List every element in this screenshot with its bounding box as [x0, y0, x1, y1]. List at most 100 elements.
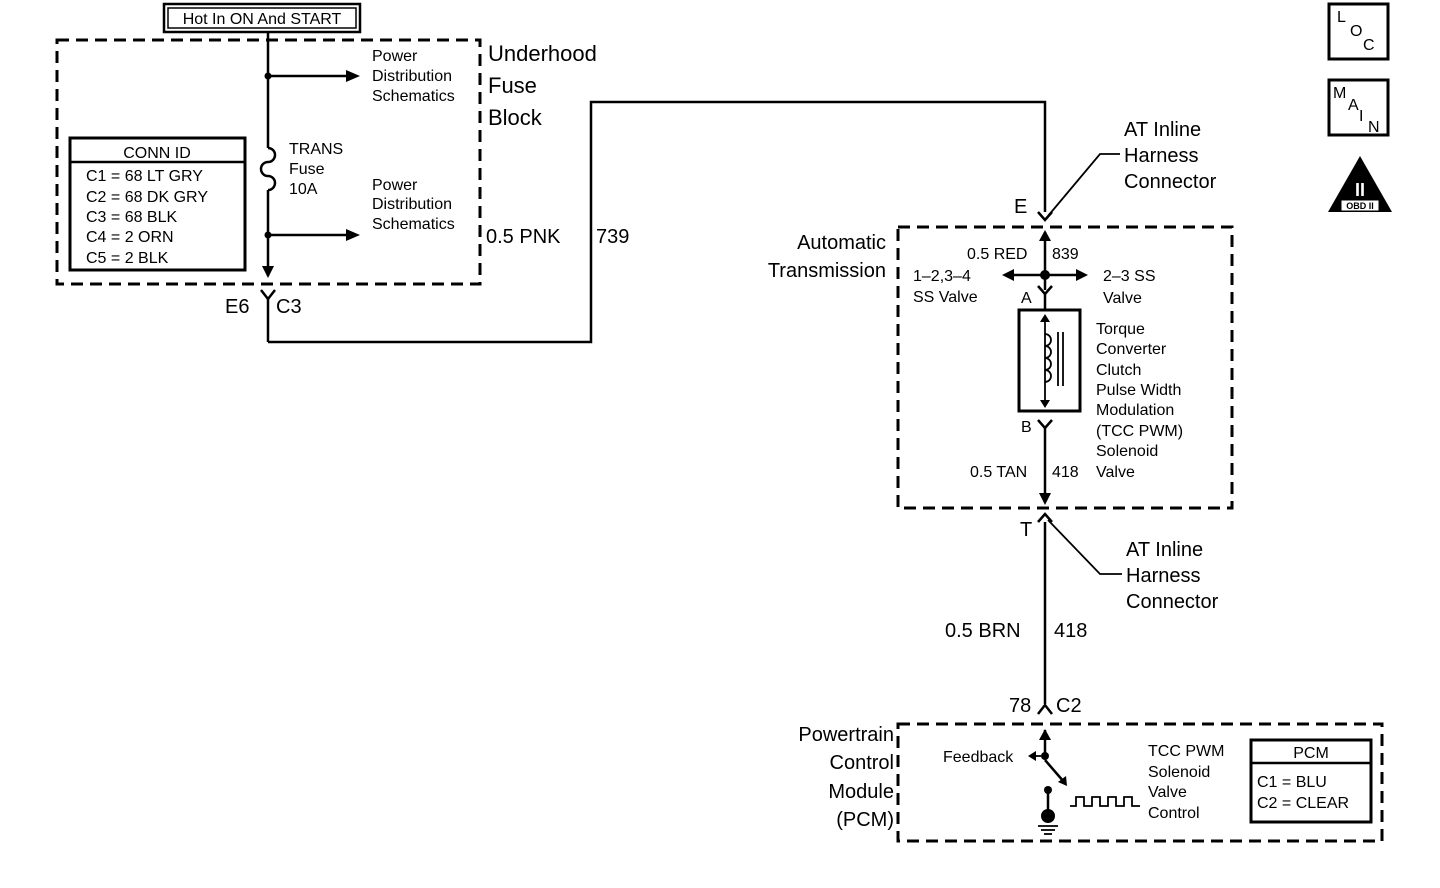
pcm-conn-table: PCM C1 = BLU C2 = CLEAR	[1249, 738, 1373, 824]
conn-id-table: CONN ID C1 = 68 LT GRY C2 = 68 DK GRY C3…	[68, 136, 247, 272]
svg-text:C3: C3	[276, 296, 302, 318]
svg-text:Power: Power	[372, 177, 418, 194]
svg-text:Distribution: Distribution	[372, 68, 452, 85]
fuse-block-wiring	[259, 32, 360, 278]
svg-text:Harness: Harness	[1124, 145, 1198, 167]
shift-solenoid-1-2-3-4-label: 1–2,3–4 SS Valve	[913, 268, 978, 306]
svg-text:Fuse: Fuse	[488, 73, 537, 98]
svg-text:E6: E6	[225, 296, 249, 318]
svg-text:Harness: Harness	[1126, 565, 1200, 587]
svg-text:10A: 10A	[289, 181, 318, 198]
wire-pnk-739: 0.5 PNK 739	[268, 100, 1047, 344]
pcm-name: Powertrain Control Module (PCM)	[798, 724, 894, 831]
svg-text:Automatic: Automatic	[797, 232, 886, 254]
svg-text:TCC PWM: TCC PWM	[1148, 743, 1224, 760]
tcc-pwm-solenoid-label: Torque Converter Clutch Pulse Width Modu…	[1096, 321, 1183, 481]
svg-text:C4 = 2 ORN: C4 = 2 ORN	[86, 229, 174, 246]
svg-text:TRANS: TRANS	[289, 141, 343, 158]
svg-text:Transmission: Transmission	[768, 260, 886, 282]
svg-text:C: C	[1363, 37, 1375, 54]
shift-solenoid-2-3-label: 2–3 SS Valve	[1103, 268, 1155, 307]
svg-text:Schematics: Schematics	[372, 216, 455, 233]
pin-a-label: A	[1021, 290, 1032, 307]
connector-e6-c3: E6 C3	[225, 289, 302, 342]
svg-text:I: I	[1359, 108, 1363, 125]
svg-text:Block: Block	[488, 105, 543, 130]
pcm-internal-circuit	[1028, 729, 1140, 835]
svg-text:SS Valve: SS Valve	[913, 289, 978, 306]
tcc-pwm-control-label: TCC PWM Solenoid Valve Control	[1148, 743, 1224, 822]
svg-text:Valve: Valve	[1103, 290, 1142, 307]
svg-text:2–3 SS: 2–3 SS	[1103, 268, 1155, 285]
feedback-label: Feedback	[943, 749, 1014, 766]
power-distribution-label-2: Power Distribution Schematics	[372, 177, 455, 233]
svg-text:C5 = 2 BLK: C5 = 2 BLK	[86, 250, 169, 267]
svg-text:II: II	[1355, 180, 1365, 200]
svg-text:O: O	[1350, 23, 1362, 40]
pin-b-label: B	[1021, 419, 1032, 436]
svg-text:AT Inline: AT Inline	[1124, 119, 1201, 141]
svg-text:T: T	[1020, 519, 1032, 541]
svg-text:PCM: PCM	[1293, 745, 1329, 762]
svg-text:OBD II: OBD II	[1346, 201, 1374, 211]
transmission-boundary	[896, 225, 1234, 510]
svg-text:A: A	[1348, 97, 1359, 114]
wire-brn-418: 0.5 BRN 418	[945, 522, 1087, 704]
svg-text:Clutch: Clutch	[1096, 362, 1141, 379]
svg-text:Connector: Connector	[1126, 591, 1219, 613]
svg-text:Fuse: Fuse	[289, 161, 325, 178]
svg-text:Connector: Connector	[1124, 171, 1217, 193]
svg-text:C1 = 68 LT GRY: C1 = 68 LT GRY	[86, 168, 203, 185]
svg-text:Hot In ON And START: Hot In ON And START	[183, 11, 342, 28]
svg-text:Schematics: Schematics	[372, 88, 455, 105]
svg-text:0.5 TAN: 0.5 TAN	[970, 464, 1027, 481]
svg-text:C2 = 68 DK GRY: C2 = 68 DK GRY	[86, 189, 208, 206]
svg-text:(PCM): (PCM)	[836, 809, 894, 831]
trans-fuse-label: TRANS Fuse 10A	[289, 141, 343, 198]
svg-text:0.5 RED: 0.5 RED	[967, 246, 1027, 263]
svg-text:418: 418	[1054, 620, 1087, 642]
wire-tan-418: 0.5 TAN 418	[970, 464, 1079, 481]
obd-ii-icon[interactable]: OBD II II	[1328, 156, 1392, 212]
inline-connector-e: E AT Inline Harness Connector	[1014, 119, 1217, 222]
svg-text:418: 418	[1052, 464, 1079, 481]
loc-icon[interactable]: L O C	[1327, 2, 1390, 61]
svg-text:C1 = BLU: C1 = BLU	[1257, 774, 1327, 791]
svg-text:Solenoid: Solenoid	[1148, 764, 1210, 781]
svg-text:L: L	[1337, 9, 1346, 26]
svg-text:C2: C2	[1056, 695, 1082, 717]
svg-text:Power: Power	[372, 48, 418, 65]
pcm-boundary	[896, 722, 1384, 843]
wire-red-839: 0.5 RED 839	[967, 246, 1079, 263]
svg-text:N: N	[1368, 119, 1380, 136]
main-icon[interactable]: M A I N	[1327, 78, 1390, 137]
connector-78-c2: 78 C2	[1009, 695, 1082, 717]
svg-text:(TCC PWM): (TCC PWM)	[1096, 423, 1183, 440]
svg-text:Distribution: Distribution	[372, 196, 452, 213]
svg-text:1–2,3–4: 1–2,3–4	[913, 268, 971, 285]
inline-connector-t: T AT Inline Harness Connector	[1020, 512, 1219, 613]
svg-text:839: 839	[1052, 246, 1079, 263]
svg-text:0.5 PNK: 0.5 PNK	[486, 226, 561, 248]
svg-text:Control: Control	[1148, 805, 1200, 822]
svg-text:Powertrain: Powertrain	[798, 724, 894, 746]
svg-text:AT Inline: AT Inline	[1126, 539, 1203, 561]
svg-text:739: 739	[596, 226, 629, 248]
svg-text:Control: Control	[830, 752, 894, 774]
fuse-block-name: Underhood Fuse Block	[488, 41, 597, 130]
svg-text:C3 = 68 BLK: C3 = 68 BLK	[86, 209, 178, 226]
svg-text:Underhood: Underhood	[488, 41, 597, 66]
svg-text:E: E	[1014, 196, 1027, 218]
svg-text:Solenoid: Solenoid	[1096, 443, 1158, 460]
svg-text:Torque: Torque	[1096, 321, 1145, 338]
svg-text:CONN ID: CONN ID	[123, 145, 191, 162]
power-distribution-label-1: Power Distribution Schematics	[372, 48, 455, 105]
svg-text:Module: Module	[828, 781, 894, 803]
hot-in-label: Hot In ON And START	[162, 2, 362, 34]
svg-text:Valve: Valve	[1148, 784, 1187, 801]
svg-text:M: M	[1333, 85, 1346, 102]
svg-text:78: 78	[1009, 695, 1031, 717]
svg-text:0.5 BRN: 0.5 BRN	[945, 620, 1021, 642]
svg-text:Pulse Width: Pulse Width	[1096, 382, 1181, 399]
